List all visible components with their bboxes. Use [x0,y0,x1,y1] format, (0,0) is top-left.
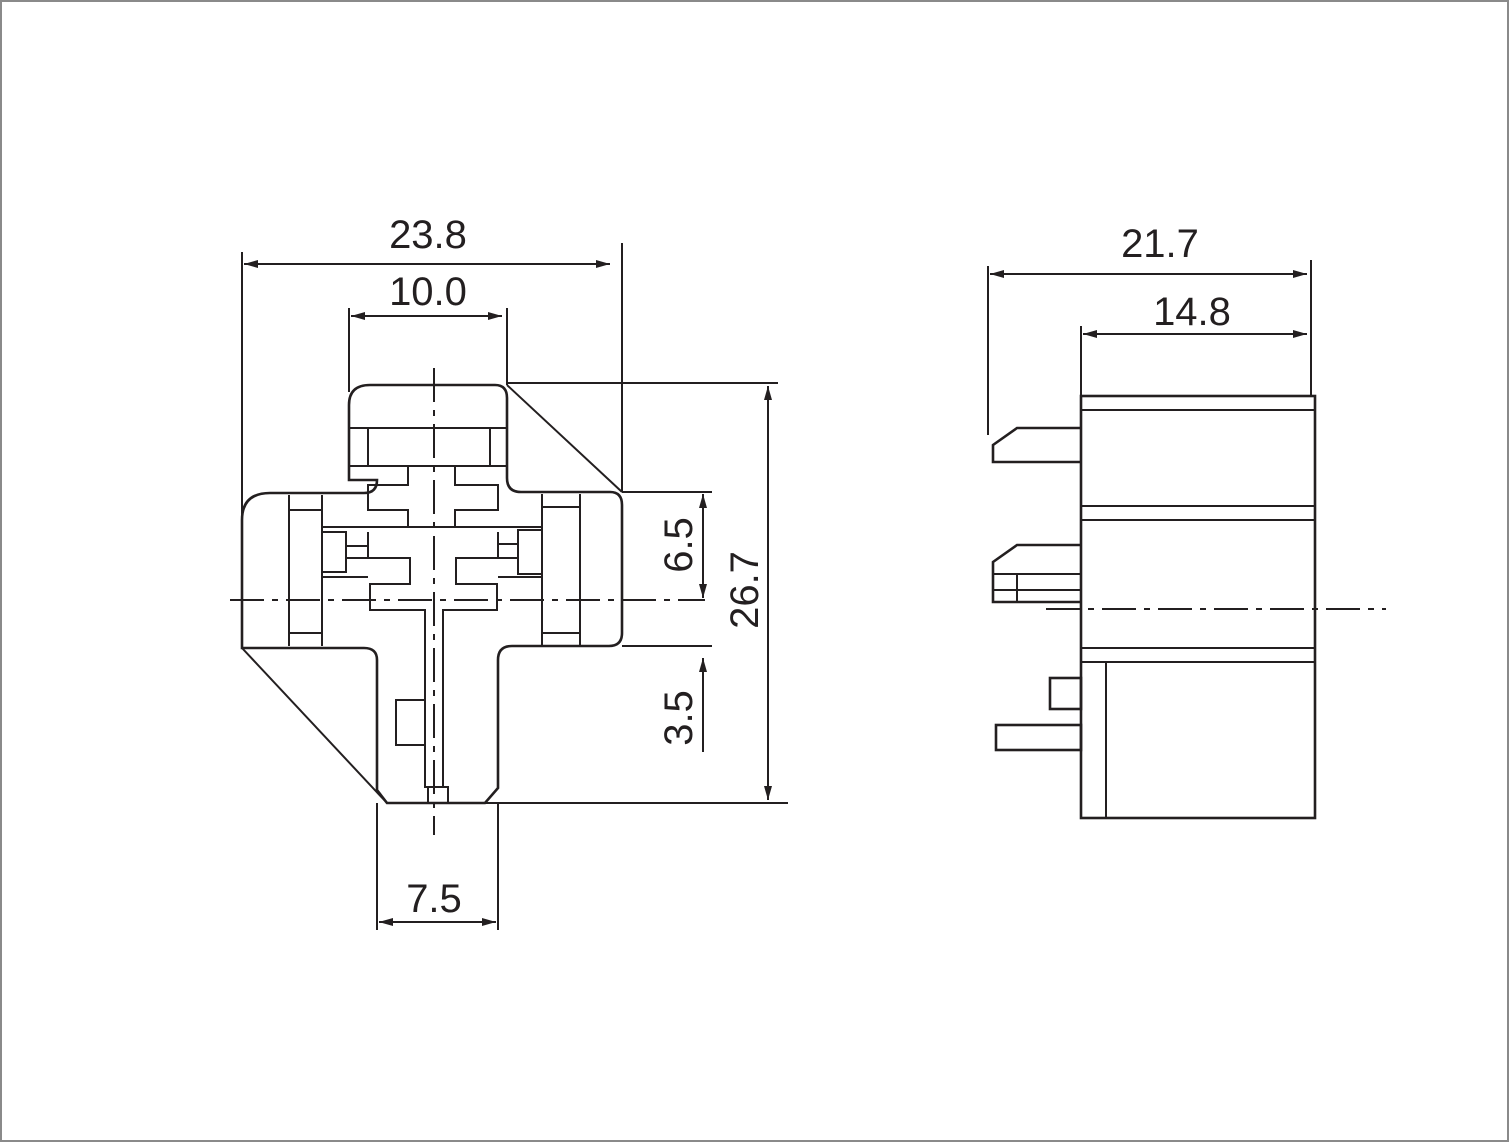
front-terminal-right [438,466,499,788]
front-left-tab [322,531,369,573]
front-top-inner [349,427,507,467]
dim-top-width: 10.0 [389,270,467,314]
dim-overall-width: 23.8 [389,213,467,257]
front-right-cap [541,494,581,646]
front-extension-lines [241,243,788,930]
dim-lower-offset: 3.5 [657,690,701,746]
side-body [1079,394,1317,820]
side-lower-band [1081,647,1315,663]
dim-upper-offset: 6.5 [657,517,701,573]
side-terminal-upper [991,426,1081,464]
front-right-tab [497,529,542,575]
front-chamfer-lower [241,647,388,804]
side-middle-band [1081,505,1315,521]
front-terminal-left-low [395,699,425,746]
front-chamfer-upper [506,384,623,493]
dim-body-depth: 14.8 [1153,290,1231,334]
front-stem [427,786,449,803]
dim-overall-depth: 21.7 [1121,222,1199,266]
front-view: 23.8 10.0 7.5 6.5 3.5 26.7 [230,213,788,930]
side-view: 21.7 14.8 [987,222,1386,820]
front-body-outline [240,383,624,805]
dim-overall-height: 26.7 [723,551,767,629]
front-left-cap [288,495,323,646]
front-center-band [322,526,542,578]
front-terminal-left [367,466,430,788]
side-terminal-middle-detail [993,573,1081,602]
side-terminal-lower [994,723,1083,752]
side-terminal-middle [991,543,1081,604]
side-terminal-lower-small [1048,676,1083,711]
dim-bottom-width: 7.5 [406,877,462,921]
side-extension-lines [987,260,1312,435]
